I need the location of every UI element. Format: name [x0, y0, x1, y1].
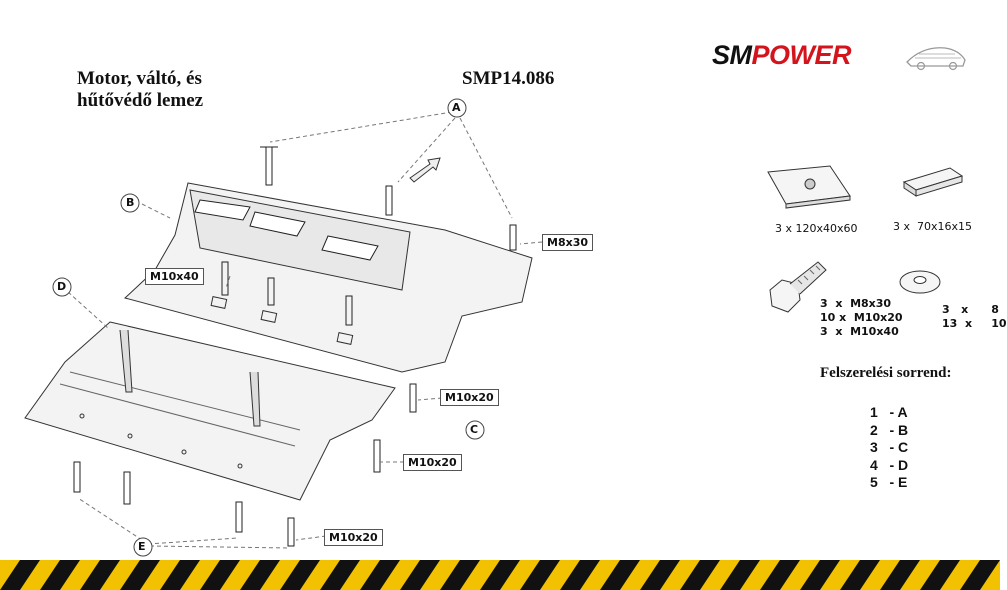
order-step-4: 4 - D	[870, 456, 909, 473]
logo-part-1: SM	[712, 40, 752, 70]
order-title: Felszerelési sorrend:	[820, 365, 952, 381]
title-line-2: hűtővédő lemez	[77, 90, 204, 111]
label-m8x30: M8x30	[542, 234, 594, 251]
label-m10x20-2: M10x20	[403, 454, 462, 471]
reinforcement-plate-3	[321, 235, 379, 261]
callout-d: D	[57, 280, 67, 293]
callout-b: B	[126, 196, 135, 209]
order-step-5: 5 - E	[870, 474, 908, 491]
callout-c: C	[470, 423, 479, 436]
callout-a: A	[452, 101, 461, 114]
order-step-2: 2 - B	[870, 421, 909, 438]
exploded-view-drawing	[24, 111, 543, 549]
caption-plate-large: 3 x 120x40x60	[775, 222, 858, 235]
reinforcement-plate-1	[194, 199, 251, 221]
bolt-line-2: 10 x M10x20	[820, 311, 903, 324]
washer-line-2: 13 x 10	[942, 317, 1007, 330]
direction-arrow-icon	[409, 157, 441, 183]
bracket-left	[119, 329, 133, 393]
label-m10x20-1: M10x20	[440, 389, 499, 406]
bolt-line-1: 3 x M8x30	[820, 297, 892, 310]
product-code: SMP14.086	[462, 68, 555, 89]
order-step-3: 3 - C	[870, 439, 909, 456]
callout-e: E	[138, 540, 146, 553]
logo-car-graphic	[906, 47, 966, 71]
label-m10x40: M10x40	[145, 268, 204, 285]
order-list: 1 - A 2 - B 3 - C 4 - D 5 - E	[870, 404, 908, 492]
label-m10x20-3: M10x20	[324, 529, 383, 546]
order-step-1: 1 - A	[870, 404, 908, 420]
caption-plate-small: 3 x 70x16x15	[893, 220, 973, 233]
title-line-1: Motor, váltó, és	[77, 68, 202, 89]
bracket-right	[249, 371, 261, 427]
bolt-group	[73, 146, 517, 547]
lower-skid-plate	[24, 321, 396, 501]
smpower-logo: SMPOWER	[712, 40, 852, 71]
washer-line-1: 3 x 8	[942, 303, 999, 316]
bolt-list: 3 x M8x30 10 x M10x20 3 x M10x40	[820, 297, 903, 339]
bolt-line-3: 3 x M10x40	[820, 325, 899, 338]
bolt-icon	[769, 279, 801, 313]
callout-circles	[52, 98, 485, 557]
reinforcement-plate-2	[249, 211, 306, 237]
logo-part-2: POWER	[751, 40, 852, 70]
hazard-stripe-bar	[0, 560, 1000, 590]
washer-list: 3 x 8 13 x 10	[942, 303, 1007, 331]
